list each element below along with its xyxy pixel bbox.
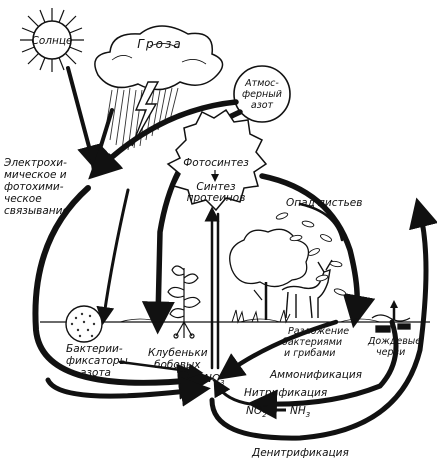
deer-icon [281, 259, 333, 319]
label-electro-2: мическое и [4, 169, 67, 181]
label-fixers-3: азота [80, 367, 111, 379]
label-ammonification: Аммонификация [269, 369, 362, 381]
label-protein-1: Синтез [196, 181, 236, 193]
label-decomp-3: и грибами [284, 348, 335, 359]
tree-icon [229, 228, 310, 320]
ground-line [40, 318, 430, 323]
label-decomp-2: бактериями [282, 337, 342, 348]
label-worms-2: черви [376, 347, 405, 358]
label-electro-3: фотохими- [4, 181, 64, 193]
label-decomp-1: Разложение [288, 326, 349, 337]
label-atm-n-1: Атмос- [244, 78, 279, 89]
label-atm-n-2: ферный [242, 89, 282, 100]
label-electro-5: связывание [4, 205, 69, 217]
legume-plant-icon [167, 265, 201, 339]
tree-icon [166, 108, 268, 212]
labels: Солнце Гроза Атмос- ферный азот Электрох… [3, 35, 421, 459]
label-electro-1: Электрохи- [3, 157, 67, 169]
grass-tufts [231, 309, 291, 324]
lightning-icon [131, 81, 160, 147]
atmospheric-nitrogen-bubble [233, 65, 291, 123]
label-nodules-1: Клубеньки [148, 347, 208, 359]
label-denitrification: Денитрификация [251, 447, 349, 459]
label-ammonia: NH3 [290, 405, 310, 419]
label-fixers-2: фиксаторы [66, 355, 128, 367]
earthworm-icon [371, 300, 411, 333]
label-sun: Солнце [32, 35, 73, 47]
label-nodules-2: бобовых [154, 359, 201, 371]
sun-icon [20, 8, 84, 72]
falling-leaves [275, 212, 347, 296]
label-electro-4: ческое [4, 193, 42, 205]
label-fixers-1: Бактерии- [66, 343, 123, 355]
label-photosynthesis: Фотосинтез [183, 157, 249, 169]
label-nitrite: NO2− [246, 402, 269, 419]
bacteria-blob [65, 305, 103, 343]
label-protein-2: протеинов [187, 192, 246, 204]
label-worms-1: Дождевые [367, 336, 421, 347]
label-storm: Гроза [137, 37, 182, 51]
storm-cloud-icon [94, 25, 224, 91]
label-nitrification: Нитрификация [244, 387, 327, 399]
label-leaf-fall: Опад листьев [286, 197, 362, 209]
label-atm-n-3: азот [251, 100, 274, 111]
label-nitrate: NO3− [204, 370, 227, 387]
